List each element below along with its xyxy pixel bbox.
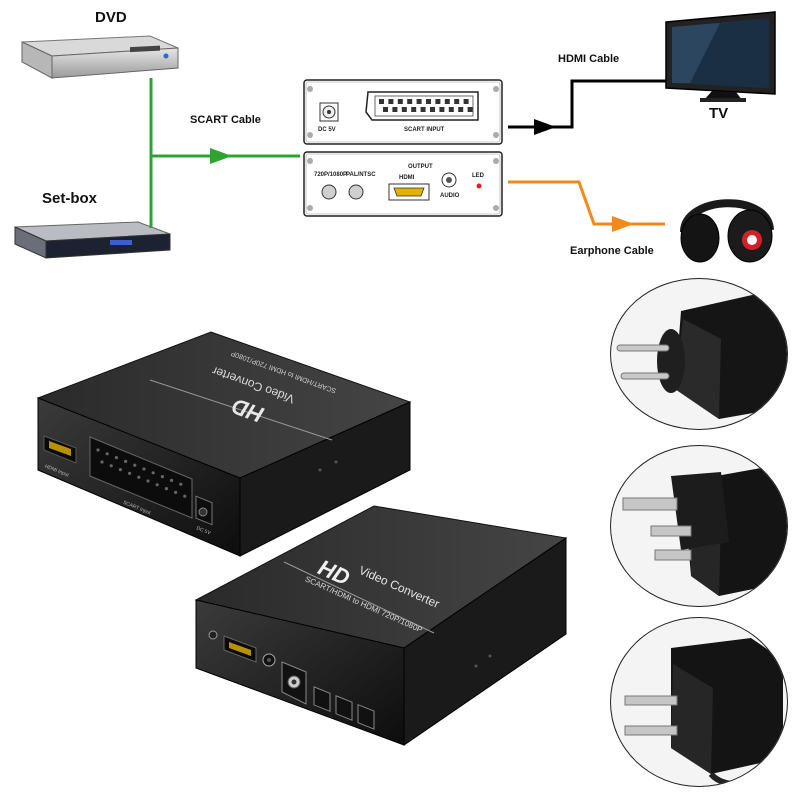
scart-cable-label: SCART Cable — [190, 114, 261, 126]
scart-pin — [444, 99, 450, 104]
output-label: OUTPUT — [408, 164, 433, 170]
scart-pin — [411, 107, 417, 112]
pal-ntsc-label: PAL/NTSC — [346, 172, 376, 178]
scart-pin — [151, 471, 155, 475]
scart-pin — [448, 107, 454, 112]
uk-plug-icon — [622, 468, 787, 596]
earphone-arrow-icon — [612, 216, 634, 232]
scart-pin — [96, 448, 100, 452]
uk-plug-photo — [610, 445, 788, 607]
dvd-player-icon — [21, 35, 179, 79]
scart-pin — [100, 460, 104, 464]
scart-pin — [174, 490, 178, 494]
scart-cable-lines — [149, 78, 300, 228]
scart-arrow-icon — [210, 148, 232, 164]
scart-pin — [392, 107, 398, 112]
us-plug-photo — [610, 617, 788, 787]
scart-pin — [142, 467, 146, 471]
scart-input-label: SCART INPUT — [404, 127, 445, 133]
scart-pin — [133, 463, 137, 467]
setbox-label: Set-box — [42, 190, 98, 207]
scart-pin — [420, 107, 426, 112]
scart-pin — [128, 471, 132, 475]
scart-pin — [430, 107, 435, 112]
converter-bottom-panel — [303, 151, 503, 217]
scart-pin — [388, 99, 394, 104]
scart-pin — [467, 107, 473, 112]
earphone-cable-line — [508, 180, 665, 226]
hdmi-cable-label: HDMI Cable — [558, 53, 620, 65]
scart-pin — [109, 464, 113, 468]
scart-pin — [379, 99, 384, 104]
scart-pin — [105, 452, 109, 456]
scart-pins — [379, 99, 473, 112]
scart-pin — [426, 99, 431, 104]
scart-pin — [397, 99, 403, 104]
hdmi-arrow-icon — [534, 119, 556, 135]
scart-pin — [401, 107, 407, 112]
scart-pin — [146, 479, 150, 483]
scart-pin — [435, 99, 441, 104]
scart-pin — [183, 494, 187, 498]
scart-pin — [407, 99, 413, 104]
tv-icon — [665, 11, 776, 102]
scart-pin — [463, 99, 469, 104]
hdmi-cable-line — [508, 79, 672, 129]
scart-pin — [124, 459, 128, 463]
scart-pin — [170, 478, 174, 482]
scart-pin — [383, 107, 388, 112]
scart-pin — [454, 99, 460, 104]
headphones-icon — [680, 199, 774, 263]
scart-pin — [179, 482, 183, 486]
dc-5v-label: DC 5V — [318, 127, 336, 133]
earphone-cable-label: Earphone Cable — [570, 245, 654, 257]
hdmi-port-label: HDMI — [399, 175, 415, 181]
scart-pin — [118, 468, 122, 472]
scart-pin — [416, 99, 422, 104]
scart-pin — [439, 107, 445, 112]
led-label: LED — [472, 173, 484, 179]
audio-label: AUDIO — [440, 193, 460, 199]
scart-pin — [137, 475, 141, 479]
scart-pin — [114, 456, 118, 460]
mode-label: 720P/1080P — [314, 172, 348, 178]
converter-device-front — [194, 505, 568, 746]
dvd-label: DVD — [95, 9, 127, 26]
scart-pin — [160, 475, 164, 479]
us-plug-icon — [624, 638, 783, 786]
eu-plug-photo — [610, 278, 788, 430]
scart-pin — [164, 487, 168, 491]
eu-plug-icon — [616, 293, 787, 419]
tv-label: TV — [709, 105, 729, 122]
scart-pin — [458, 107, 464, 112]
scart-pins-photo — [96, 448, 187, 498]
set-top-box-icon — [14, 221, 171, 259]
scart-pin — [155, 483, 159, 487]
